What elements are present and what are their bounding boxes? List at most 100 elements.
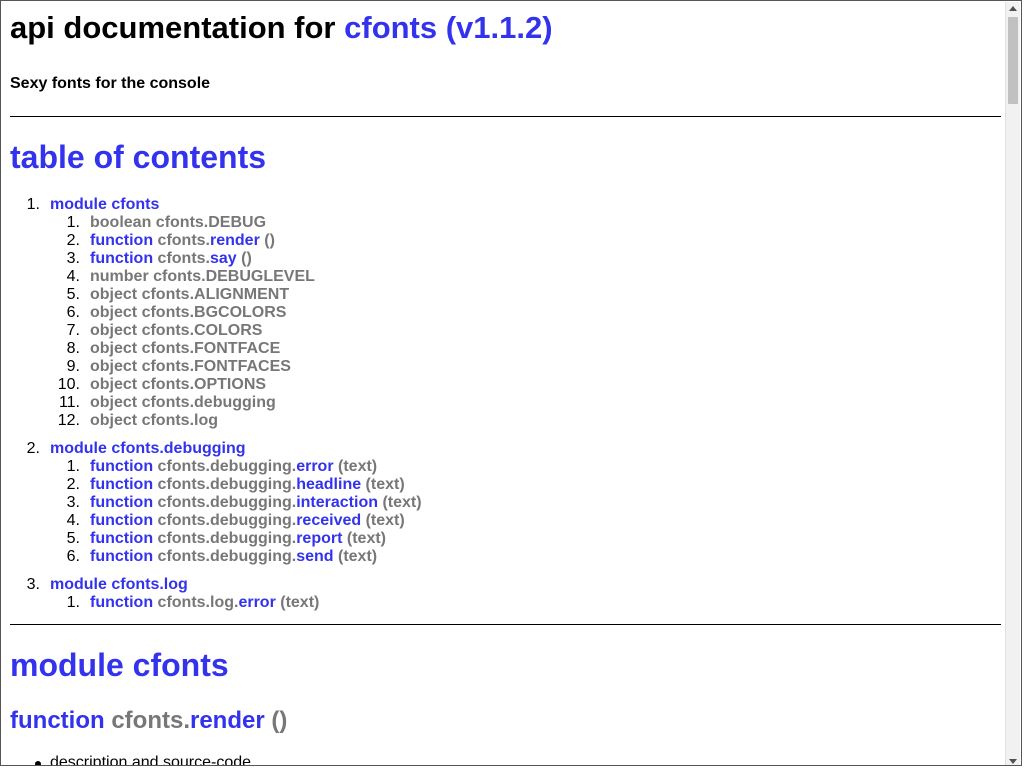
toc-item-kind: object [90,286,138,303]
list-number: 6. [66,548,80,565]
toc-item: 12.object cfonts.log [50,412,1001,430]
list-number: 11. [58,394,80,411]
toc-item: 8.object cfonts.FONTFACE [50,340,1001,358]
toc-item-prefix: cfonts.debugging. [157,458,297,475]
list-number: 5. [66,286,80,303]
module-heading[interactable]: module cfonts [10,647,229,683]
toc-item: 3.function cfonts.say () [50,250,1001,268]
toc-item-kind: function [90,512,154,529]
divider [10,624,1001,625]
toc-item-name: DEBUG [208,214,267,231]
toc-item-link[interactable]: headline [296,476,362,493]
list-number: 4. [66,268,80,285]
toc-item: 7.object cfonts.COLORS [50,322,1001,340]
toc-item-prefix: cfonts.debugging. [157,476,297,493]
toc-item-link[interactable]: send [296,548,334,565]
scrollbar-thumb[interactable] [1008,17,1018,104]
toc-item-prefix: cfonts. [141,286,195,303]
package-link[interactable]: cfonts (v1.1.2) [344,10,553,45]
toc-item-signature: () [259,232,275,249]
toc-item-signature: (text) [333,458,378,475]
list-number: 9. [66,358,80,375]
toc-item-kind: function [90,494,154,511]
toc-item-kind: object [90,322,138,339]
toc-item-prefix: cfonts. [141,394,195,411]
divider [10,116,1001,117]
toc-item: 1. function cfonts.debugging.error (text) [50,458,1001,476]
toc-item: 1.boolean cfonts.DEBUG [50,214,1001,232]
function-prefix: cfonts. [111,707,190,734]
toc-item-link[interactable]: say [210,250,237,267]
vertical-scrollbar[interactable] [1005,2,1020,765]
toc-module-link[interactable]: module cfonts [50,196,160,213]
toc-item-signature: (text) [275,594,320,611]
list-number: 5. [66,530,80,547]
toc-item-link[interactable]: received [296,512,362,529]
toc-item-signature: (text) [361,512,405,529]
toc-item-link[interactable]: render [210,232,260,249]
toc-item: 5.object cfonts.ALIGNMENT [50,286,1001,304]
list-number: 4. [66,512,80,529]
toc-item-link[interactable]: interaction [296,494,378,511]
toc-item-kind: function [90,232,154,249]
toc-item: 5.function cfonts.debugging.report (text… [50,530,1001,548]
list-number: 12. [57,412,80,429]
toc-item-kind: function [90,250,154,267]
toc-item: 6.function cfonts.debugging.send (text) [50,548,1001,566]
toc-item-kind: function [90,476,154,493]
scroll-down-arrow-icon[interactable] [1009,759,1017,764]
toc-item-prefix: cfonts. [157,232,210,249]
toc-item: 4.number cfonts.DEBUGLEVEL [50,268,1001,286]
toc-item-prefix: cfonts. [153,268,206,285]
toc-heading: table of contents [10,139,267,175]
bullet-icon [35,761,41,765]
toc-item-name: debugging [194,394,276,411]
list-number: 1. [66,458,80,475]
toc-item-prefix: cfonts. [141,358,195,375]
toc-item-link[interactable]: error [238,594,276,611]
toc-item-kind: function [90,530,154,547]
description-toggle[interactable]: description and source-code [50,754,252,766]
toc-item: 1.function cfonts.log.error (text) [50,594,1001,612]
list-number: 1. [26,196,40,213]
toc-item: 4. function cfonts.debugging.received (te… [50,512,1001,530]
toc-item-kind: object [90,394,138,411]
toc-item-signature: (text) [378,494,422,511]
toc-item-prefix: cfonts. [141,304,195,321]
toc-item-link[interactable]: report [296,530,343,547]
function-signature: () [264,707,288,734]
toc-item-kind: object [90,340,138,357]
list-number: 3. [66,250,80,267]
toc-item-link[interactable]: error [296,458,334,475]
toc-item-kind: object [90,304,138,321]
function-heading: function cfonts.render () [10,707,1001,735]
toc-item-prefix: cfonts. [141,340,195,357]
toc-item-prefix: cfonts.debugging. [157,512,297,529]
toc-item-kind: object [90,412,138,429]
toc-item-prefix: cfonts. [141,322,195,339]
list-number: 10. [57,376,80,393]
scroll-up-arrow-icon[interactable] [1009,6,1017,11]
list-number: 2. [66,476,80,493]
list-number: 3. [26,576,40,593]
toc-item-prefix: cfonts.debugging. [157,530,297,547]
function-name-link[interactable]: render [189,707,265,734]
toc-module-link[interactable]: module cfonts.log [50,576,188,593]
toc-item-prefix: cfonts. [157,250,210,267]
toc-item-signature: (text) [361,476,405,493]
toc-module-link[interactable]: module cfonts.debugging [50,440,246,457]
toc-item-kind: number [90,268,149,285]
toc-item: 10.object cfonts.OPTIONS [50,376,1001,394]
page-title-prefix: api documentation for [10,10,336,45]
list-number: 3. [66,494,80,511]
toc-item-prefix: cfonts. [155,214,209,231]
toc-item-kind: function [90,458,154,475]
toc-item-name: OPTIONS [194,376,267,393]
toc-item-name: FONTFACES [194,358,291,375]
toc-item-kind: object [90,376,138,393]
